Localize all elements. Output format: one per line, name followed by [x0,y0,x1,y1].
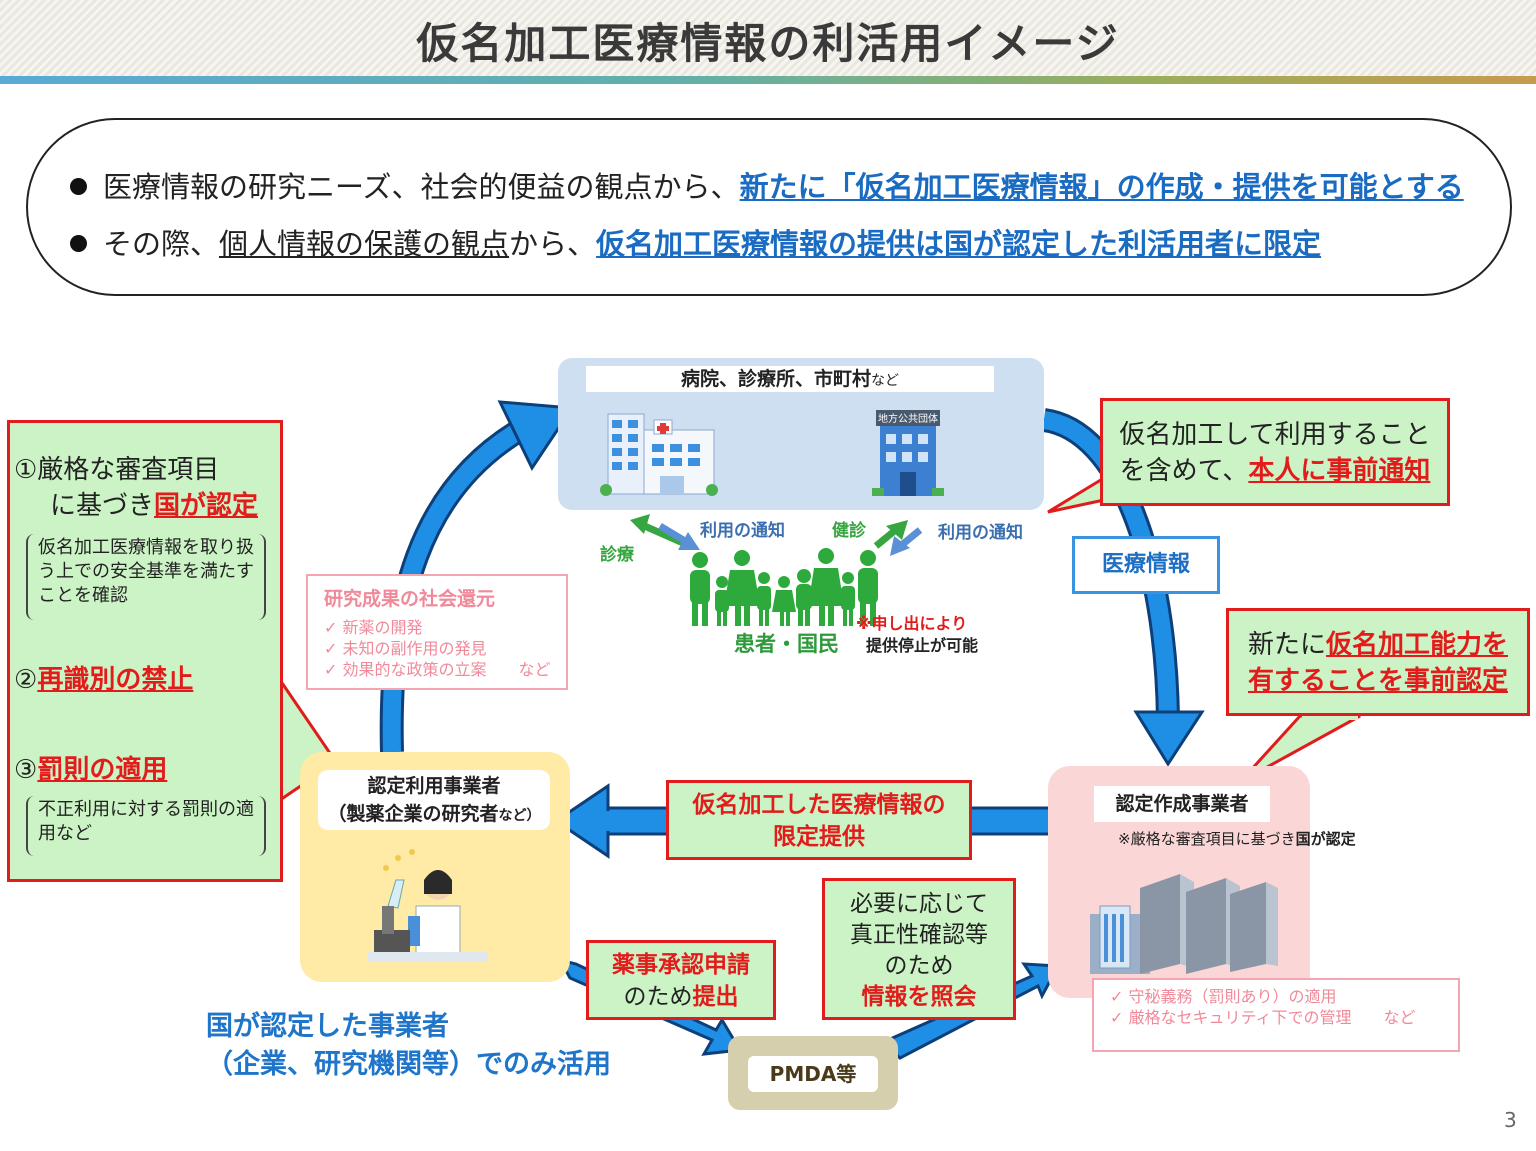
certified-user-label: 認定利用事業者 （製薬企業の研究者など） [318,770,550,830]
people-group-icon [690,548,878,626]
pmda-label: PMDA等 [748,1056,878,1092]
title-rule [0,76,1536,84]
arrow-label-checkup: 健診 [832,521,866,541]
left-item-3: ③罰則の適用 [14,752,167,788]
inquiry-callout-line-2: 真正性確認等 [850,922,988,948]
left-item-2-emphasis: 再識別の禁止 [37,665,194,695]
title-bar [0,0,1536,76]
certified-creator-label: 認定作成事業者 [1094,786,1270,822]
capability-callout-emphasis-2: 有することを事前認定 [1247,666,1508,696]
approval-callout-pre: のため [623,984,693,1010]
server-building-icon [1090,874,1278,974]
bullet-icon [70,234,87,252]
arrow-label-usage-notice-1: 利用の通知 [700,521,785,541]
bullet-icon [70,177,87,195]
left-item-2-num: ② [14,665,38,695]
summary-line-1-emphasis: 新たに「仮名加工医療情報」の作成・提供を可能とする [739,170,1464,204]
capability-callout: 新たに仮名加工能力を 有することを事前認定 [1226,608,1530,716]
research-item: ✓ 新薬の開発 [324,618,423,637]
limited-provision-label: 仮名加工した医療情報の 限定提供 [666,780,972,860]
capability-callout-pre: 新たに [1247,630,1326,660]
creator-check-item: ✓ 厳格なセキュリティ下での管理 など [1110,1008,1416,1027]
approval-callout-line-2: のため提出 [589,981,773,1013]
summary-line-2: その際、個人情報の保護の観点から、仮名加工医療情報の提供は国が認定した利活用者に… [70,221,1321,263]
left-item-1-line-1: ①厳格な審査項目 [14,455,220,485]
summary-line-1-text: 医療情報の研究ニーズ、社会的便益の観点から、 [103,170,740,204]
creator-checklist: ✓ 守秘義務（罰則あり）の適用 ✓ 厳格なセキュリティ下での管理 など [1092,978,1460,1052]
patients-note-line-2: 提供停止が可能 [866,636,979,655]
summary-line-2-emphasis: 仮名加工医療情報の提供は国が認定した利活用者に限定 [596,227,1322,261]
left-item-2: ②再識別の禁止 [14,662,193,698]
notice-callout-emphasis: 本人に事前通知 [1248,456,1431,486]
page-number: 3 [1504,1108,1517,1132]
local-gov-sign-text: 地方公共団体 [878,412,938,425]
arrow-label-consultation: 診療 [600,545,634,565]
certified-user-label-line-2: （製薬企業の研究者など） [318,800,550,830]
research-return-box: 研究成果の社会還元 ✓ 新薬の開発 ✓ 未知の副作用の発見 ✓ 効果的な政策の立… [306,574,568,690]
creator-note-emphasis: 国が認定 [1295,830,1356,848]
creator-check-text: 守秘義務（罰則あり）の適用 [1128,987,1337,1006]
small-arrows-patients [630,514,923,556]
capability-callout-emphasis-1: 仮名加工能力を [1326,630,1509,660]
left-item-1-emphasis: 国が認定 [154,491,259,521]
research-item-text: 新薬の開発 [342,618,423,637]
arrow-label-usage-notice-2: 利用の通知 [938,523,1023,543]
bottom-note-line-2: （企業、研究機関等）でのみ活用 [206,1049,611,1080]
creator-note-pre: ※厳格な審査項目に基づき [1118,830,1296,848]
certified-user-label-suffix: など） [498,808,541,824]
left-item-3-emphasis: 罰則の適用 [37,755,168,785]
approval-callout: 薬事承認申請 のため提出 [586,940,776,1020]
capability-callout-line-1: 新たに仮名加工能力を [1229,627,1527,663]
summary-line-1: 医療情報の研究ニーズ、社会的便益の観点から、新たに「仮名加工医療情報」の作成・提… [70,164,1464,206]
bottom-note-line-1: 国が認定した事業者 [206,1011,449,1042]
page-title: 仮名加工医療情報の利活用イメージ [416,19,1120,68]
hospital-label-suffix: など [871,373,899,389]
arrow-user-to-hospital [379,400,575,753]
limited-provision-line-1: 仮名加工した医療情報の [692,792,946,818]
research-item: ✓ 効果的な政策の立案 など [324,660,551,679]
left-item-1-note: 仮名加工医療情報を取り扱う上での安全基準を満たすことを確認 [26,534,266,620]
approval-callout-emphasis: 提出 [692,984,739,1010]
notice-callout-pre: を含めて、 [1119,456,1249,486]
certified-user-label-line-2-text: （製薬企業の研究者 [327,803,499,825]
summary-line-2-pre: その際、 [103,227,220,261]
summary-line-2-underlined: 個人情報の保護の観点 [219,227,510,261]
inquiry-callout-line-4: 情報を照会 [861,984,977,1010]
summary-line-2-mid: から、 [509,227,597,261]
left-item-3-num: ③ [14,755,38,785]
hospital-label: 病院、診療所、市町村など [586,366,994,392]
patients-note-line-1: ※申し出により [856,614,968,633]
local-government-building-icon: 地方公共団体 [872,410,944,496]
creator-check-text: 厳格なセキュリティ下での管理 など [1128,1008,1416,1027]
hospital-building-icon [600,413,718,496]
notice-callout-line-2: を含めて、本人に事前通知 [1103,453,1447,489]
summary-box [26,118,1512,296]
left-item-3-note: 不正利用に対する罰則の適用など [26,796,266,856]
approval-callout-line-1: 薬事承認申請 [612,952,750,978]
hospital-label-text: 病院、診療所、市町村 [680,368,871,390]
notice-callout-pointer [1047,475,1106,514]
medical-info-label: 医療情報 [1072,536,1220,594]
creator-check-item: ✓ 守秘義務（罰則あり）の適用 [1110,987,1337,1006]
research-item-text: 未知の副作用の発見 [342,639,487,658]
left-item-1-pre: に基づき [50,491,155,521]
research-item: ✓ 未知の副作用の発見 [324,639,487,658]
inquiry-callout-line-3: のため [884,953,954,979]
research-item-text: 効果的な政策の立案 など [342,660,551,679]
bottom-note: 国が認定した事業者 （企業、研究機関等）でのみ活用 [206,1008,611,1084]
notice-callout: 仮名加工して利用すること を含めて、本人に事前通知 [1100,398,1450,506]
inquiry-callout-line-1: 必要に応じて [850,891,988,917]
arrow-hospital-to-creator [1041,408,1205,767]
left-panel [7,420,283,882]
researcher-icon [368,849,488,962]
inquiry-callout: 必要に応じて 真正性確認等 のため 情報を照会 [822,878,1016,1020]
certified-user-label-line-1: 認定利用事業者 [367,775,501,797]
limited-provision-line-2: 限定提供 [773,824,865,850]
research-return-title: 研究成果の社会還元 [324,588,496,610]
notice-callout-line-1: 仮名加工して利用すること [1119,420,1431,450]
patients-label: 患者・国民 [734,632,839,656]
certified-creator-note: ※厳格な審査項目に基づき国が認定 [1118,828,1356,849]
left-item-1-line-2: に基づき国が認定 [50,488,258,524]
